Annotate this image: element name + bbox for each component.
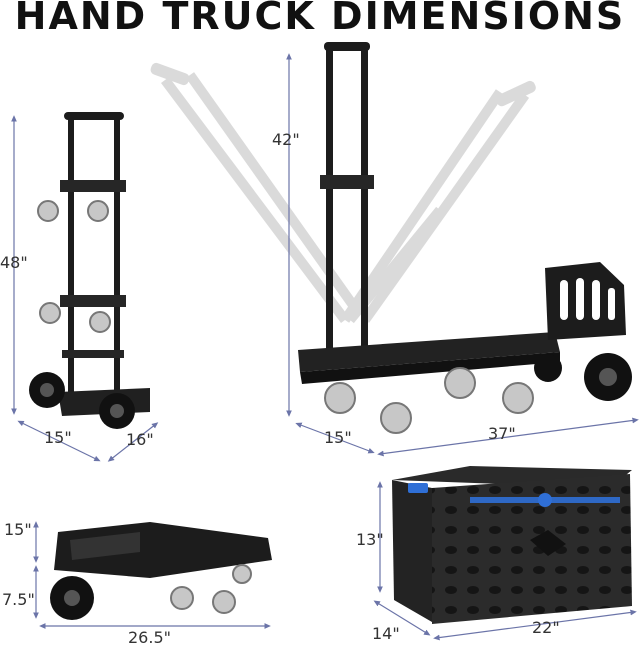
crate-length-label: 22" <box>532 618 560 637</box>
upright-hand-truck <box>29 112 150 429</box>
caster-wheel <box>37 200 111 333</box>
page-title: HAND TRUCK DIMENSIONS <box>14 0 626 38</box>
folded-cart <box>50 522 272 620</box>
cart-handle-height-label: 42" <box>272 130 300 149</box>
cart-width-label: 15" <box>324 428 352 447</box>
crate-height-label: 13" <box>356 530 384 549</box>
folded-height-label: 7.5" <box>2 590 35 609</box>
folding-storage-crate <box>392 466 632 624</box>
cart-length-label: 37" <box>488 424 516 443</box>
crate-depth-label: 14" <box>372 624 400 643</box>
upright-width-label: 15" <box>44 428 72 447</box>
folded-length-label: 26.5" <box>128 628 171 647</box>
folded-depth-label: 15" <box>4 520 32 539</box>
cart-mode-hand-truck <box>298 42 632 434</box>
upright-height-label: 48" <box>0 253 28 272</box>
handle-motion-ghost <box>150 62 536 324</box>
upright-depth-label: 16" <box>126 430 154 449</box>
dimension-lines <box>11 53 639 641</box>
